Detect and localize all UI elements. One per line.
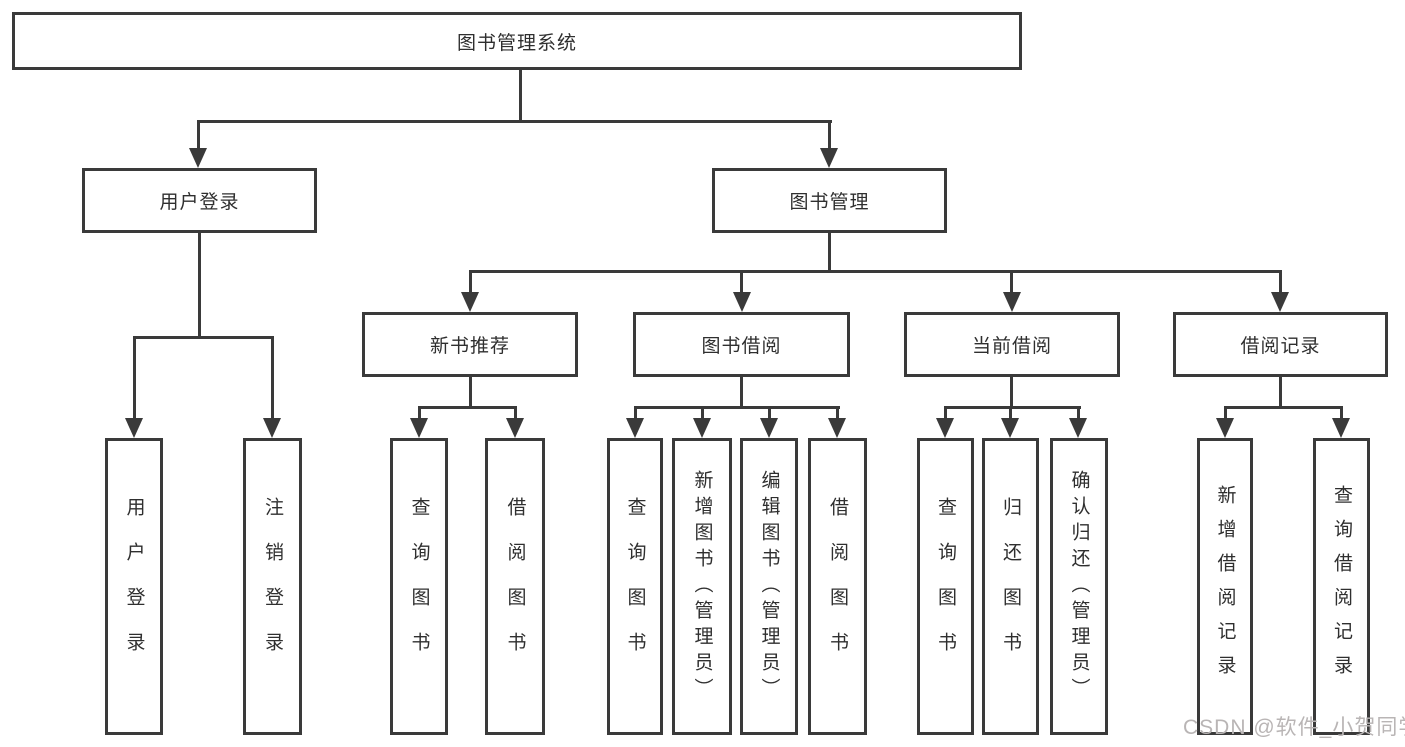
node-new-book-recommend-label: 新书推荐 bbox=[429, 336, 510, 357]
leaf-query-books-3: 查询图书 bbox=[917, 438, 974, 735]
arrow-down-icon bbox=[189, 148, 207, 168]
leaf-query-books-3-label: 查询图书 bbox=[935, 496, 956, 677]
node-borrowing-records-label: 借阅记录 bbox=[1240, 336, 1321, 357]
connector-line bbox=[944, 406, 1081, 409]
connector-line bbox=[1224, 406, 1343, 409]
node-current-borrowing: 当前借阅 bbox=[904, 312, 1120, 377]
leaf-borrow-books-1-label: 借阅图书 bbox=[504, 496, 526, 677]
connector-line bbox=[701, 406, 704, 418]
connector-line bbox=[133, 336, 136, 418]
leaf-borrow-books-2: 借阅图书 bbox=[808, 438, 867, 735]
arrow-down-icon bbox=[1216, 418, 1234, 438]
node-current-borrowing-label: 当前借阅 bbox=[971, 336, 1052, 357]
connector-line bbox=[634, 406, 840, 409]
node-user-login: 用户登录 bbox=[82, 168, 317, 233]
leaf-confirm-return-admin: 确认归还（管理员） bbox=[1050, 438, 1108, 735]
arrow-down-icon bbox=[125, 418, 143, 438]
connector-line bbox=[469, 377, 472, 408]
connector-line bbox=[469, 270, 1282, 273]
connector-line bbox=[198, 233, 201, 338]
arrow-down-icon bbox=[693, 418, 711, 438]
node-library-system: 图书管理系统 bbox=[12, 12, 1022, 70]
connector-line bbox=[519, 70, 522, 122]
leaf-query-books-2: 查询图书 bbox=[607, 438, 663, 735]
arrow-down-icon bbox=[733, 292, 751, 312]
arrow-down-icon bbox=[1069, 418, 1087, 438]
leaf-add-borrow-record: 新增借阅记录 bbox=[1197, 438, 1253, 735]
connector-line bbox=[197, 120, 832, 123]
arrow-down-icon bbox=[936, 418, 954, 438]
connector-line bbox=[740, 270, 743, 292]
arrow-down-icon bbox=[760, 418, 778, 438]
arrow-down-icon bbox=[626, 418, 644, 438]
leaf-logout-label: 注销登录 bbox=[262, 496, 283, 677]
leaf-logout: 注销登录 bbox=[243, 438, 302, 735]
connector-line bbox=[514, 406, 517, 418]
leaf-query-books-1: 查询图书 bbox=[390, 438, 448, 735]
connector-line bbox=[1010, 377, 1013, 408]
leaf-query-borrow-record: 查询借阅记录 bbox=[1313, 438, 1370, 735]
connector-line bbox=[1279, 377, 1282, 408]
leaf-add-borrow-record-label: 新增借阅记录 bbox=[1214, 484, 1236, 689]
leaf-return-books-label: 归还图书 bbox=[1000, 496, 1021, 677]
arrow-down-icon bbox=[828, 418, 846, 438]
leaf-query-borrow-record-label: 查询借阅记录 bbox=[1331, 484, 1352, 689]
connector-line bbox=[197, 120, 200, 148]
leaf-user-login-label: 用户登录 bbox=[123, 496, 145, 677]
arrow-down-icon bbox=[1001, 418, 1019, 438]
csdn-watermark: CSDN @软件_小贺同学 bbox=[1183, 716, 1405, 739]
node-new-book-recommend: 新书推荐 bbox=[362, 312, 578, 377]
connector-line bbox=[1077, 406, 1080, 418]
connector-line bbox=[418, 406, 517, 409]
arrow-down-icon bbox=[263, 418, 281, 438]
leaf-edit-books-admin-label: 编辑图书（管理员） bbox=[758, 469, 780, 704]
leaf-query-books-1-label: 查询图书 bbox=[408, 496, 430, 677]
connector-line bbox=[634, 406, 637, 418]
connector-line bbox=[768, 406, 771, 418]
node-user-login-label: 用户登录 bbox=[159, 192, 240, 213]
leaf-edit-books-admin: 编辑图书（管理员） bbox=[740, 438, 798, 735]
arrow-down-icon bbox=[1271, 292, 1289, 312]
node-book-management-label: 图书管理 bbox=[789, 192, 870, 213]
leaf-confirm-return-admin-label: 确认归还（管理员） bbox=[1068, 469, 1090, 704]
node-library-system-label: 图书管理系统 bbox=[456, 32, 577, 54]
connector-line bbox=[1009, 406, 1012, 418]
node-borrowing-records: 借阅记录 bbox=[1173, 312, 1388, 377]
connector-line bbox=[1279, 270, 1282, 292]
node-book-borrowing-label: 图书借阅 bbox=[701, 336, 782, 357]
leaf-borrow-books-2-label: 借阅图书 bbox=[827, 496, 848, 677]
arrow-down-icon bbox=[1332, 418, 1350, 438]
connector-line bbox=[828, 120, 831, 148]
connector-line bbox=[1224, 406, 1227, 418]
node-book-management: 图书管理 bbox=[712, 168, 947, 233]
node-book-borrowing: 图书借阅 bbox=[633, 312, 850, 377]
arrow-down-icon bbox=[1003, 292, 1021, 312]
connector-line bbox=[836, 406, 839, 418]
leaf-query-books-2-label: 查询图书 bbox=[624, 496, 646, 677]
arrow-down-icon bbox=[506, 418, 524, 438]
arrow-down-icon bbox=[410, 418, 428, 438]
leaf-user-login: 用户登录 bbox=[105, 438, 163, 735]
arrow-down-icon bbox=[820, 148, 838, 168]
connector-line bbox=[133, 336, 274, 339]
connector-line bbox=[418, 406, 421, 418]
connector-line bbox=[1340, 406, 1343, 418]
leaf-return-books: 归还图书 bbox=[982, 438, 1039, 735]
leaf-add-books-admin: 新增图书（管理员） bbox=[672, 438, 732, 735]
connector-line bbox=[740, 377, 743, 408]
connector-line bbox=[469, 270, 472, 292]
connector-line bbox=[1010, 270, 1013, 292]
leaf-borrow-books-1: 借阅图书 bbox=[485, 438, 545, 735]
connector-line bbox=[271, 336, 274, 418]
connector-line bbox=[828, 233, 831, 272]
arrow-down-icon bbox=[461, 292, 479, 312]
leaf-add-books-admin-label: 新增图书（管理员） bbox=[691, 469, 713, 704]
connector-line bbox=[944, 406, 947, 418]
